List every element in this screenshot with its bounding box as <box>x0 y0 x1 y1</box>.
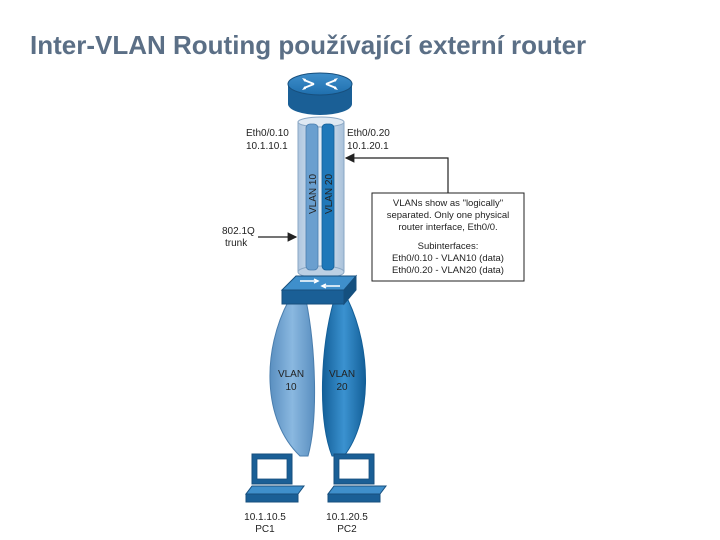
callout-line-2: separated. Only one physical <box>387 210 510 221</box>
trunk-label-line2: trunk <box>225 238 248 249</box>
pc1-icon <box>245 453 305 503</box>
pc2-icon <box>327 453 387 503</box>
callout-arrow <box>344 153 449 193</box>
trunk-vlan20-label: VLAN 20 <box>324 174 335 214</box>
callout-line-1: VLANs show as "logically" <box>393 198 503 209</box>
slide-title: Inter-VLAN Routing používající externí r… <box>30 30 587 60</box>
router-left-interface: Eth0/0.10 <box>246 128 289 139</box>
trunk-vlan10-label: VLAN 10 <box>308 174 319 214</box>
vlan10-subinterface-link <box>305 123 319 271</box>
router-icon <box>287 72 353 115</box>
vlan20-subinterface-link <box>321 123 335 271</box>
pc1-ip: 10.1.10.5 <box>244 512 286 523</box>
callout-line-6: Eth0/0.20 - VLAN20 (data) <box>392 265 504 276</box>
router-right-ip: 10.1.20.1 <box>347 141 389 152</box>
callout-line-5: Eth0/0.10 - VLAN10 (data) <box>392 253 504 264</box>
router-right-interface: Eth0/0.20 <box>347 128 390 139</box>
pc2-ip: 10.1.20.5 <box>326 512 368 523</box>
callout-line-3: router interface, Eth0/0. <box>398 222 497 233</box>
access-vlan20-label-line1: VLAN <box>329 369 355 380</box>
router-left-ip: 10.1.10.1 <box>246 141 288 152</box>
switch-icon <box>280 274 358 306</box>
callout-line-4: Subinterfaces: <box>418 241 479 252</box>
access-vlan20-label-line2: 20 <box>336 382 348 393</box>
pc2-name: PC2 <box>337 524 357 535</box>
access-vlan10-label-line2: 10 <box>285 382 297 393</box>
trunk-label-line1: 802.1Q <box>222 226 255 237</box>
access-vlan10-label-line1: VLAN <box>278 369 304 380</box>
callout-box <box>371 192 525 282</box>
trunk-pipe <box>297 116 345 279</box>
vlan10-access-link <box>269 299 316 457</box>
pc1-name: PC1 <box>255 524 275 535</box>
